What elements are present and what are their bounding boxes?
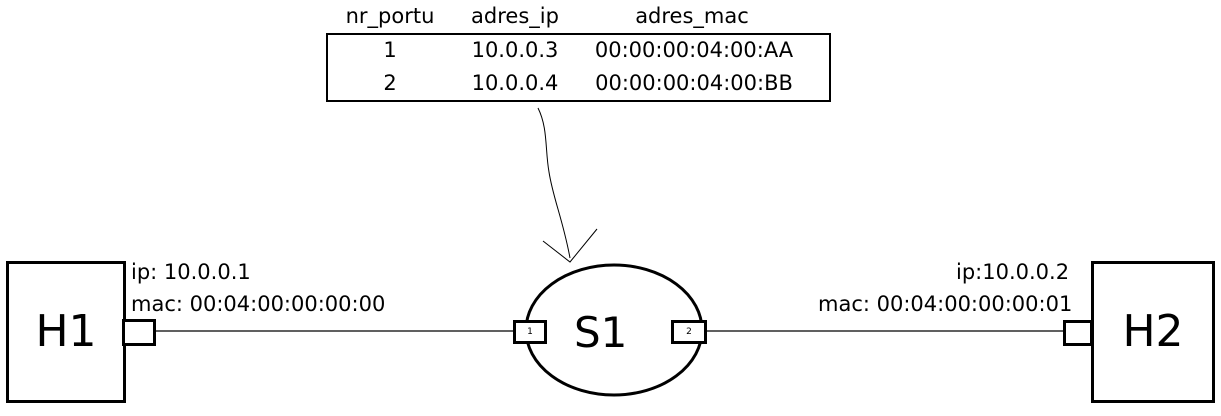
host-h1-label: H1 [35, 306, 97, 357]
pointer-arrow-line [537, 107, 571, 259]
host-h2-label: H2 [1122, 306, 1184, 357]
table-cell-r2-ip: 10.0.0.4 [471, 71, 559, 95]
host-h1-ip: ip: 10.0.0.1 [131, 260, 251, 284]
table-header-adres-mac: adres_mac [635, 4, 749, 28]
table-cell-r1-port: 1 [383, 38, 397, 62]
table-header-adres-ip: adres_ip [471, 4, 559, 28]
switch-s1-label: S1 [574, 308, 628, 357]
switch-port-2: 2 [671, 320, 707, 344]
host-h1-port [122, 319, 156, 346]
host-h2-port [1063, 320, 1093, 346]
port-table [326, 33, 831, 102]
switch-port-1-label: 1 [527, 326, 533, 337]
host-h2-ip: ip:10.0.0.2 [956, 260, 1070, 284]
host-h1-box: H1 [6, 261, 126, 403]
host-h2-mac: mac: 00:04:00:00:00:01 [818, 292, 1073, 316]
switch-port-2-label: 2 [686, 326, 692, 337]
table-header-nr-portu: nr_portu [345, 4, 435, 28]
switch-port-1: 1 [513, 320, 547, 344]
table-cell-r1-mac: 00:00:00:04:00:AA [594, 38, 794, 62]
table-cell-r1-ip: 10.0.0.3 [471, 38, 559, 62]
table-cell-r2-port: 2 [383, 71, 397, 95]
pointer-arrow-head [542, 228, 598, 263]
host-h1-mac: mac: 00:04:00:00:00:00 [131, 292, 386, 316]
table-cell-r2-mac: 00:00:00:04:00:BB [595, 71, 793, 95]
host-h2-box: H2 [1091, 261, 1215, 403]
